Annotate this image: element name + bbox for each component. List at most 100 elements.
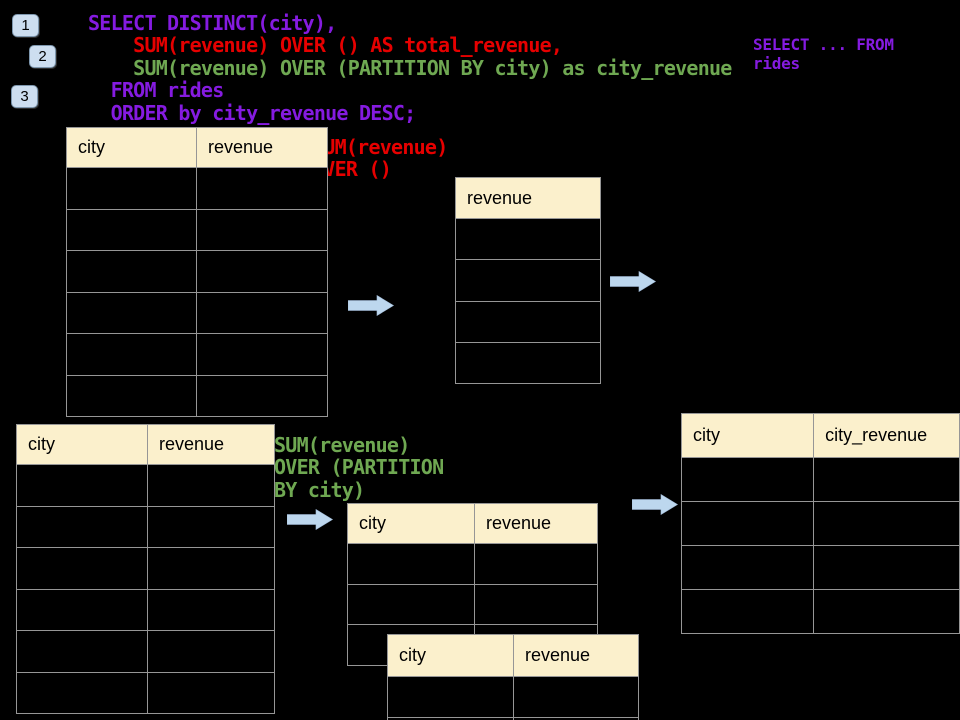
table-row bbox=[66, 291, 328, 334]
annotation-line: OVER () bbox=[312, 157, 392, 182]
empty-cell bbox=[16, 671, 148, 714]
arrow-right-icon bbox=[610, 271, 656, 292]
empty-cell bbox=[66, 167, 197, 210]
empty-cell bbox=[347, 543, 475, 585]
empty-cell bbox=[16, 464, 148, 507]
table-row bbox=[455, 217, 601, 261]
empty-cell bbox=[387, 676, 514, 718]
table-row bbox=[66, 333, 328, 376]
table-row bbox=[16, 464, 275, 507]
table-row bbox=[66, 250, 328, 293]
column-header-city: city bbox=[680, 413, 815, 458]
column-header-revenue: revenue bbox=[474, 503, 598, 544]
sql-line-from: FROM rides bbox=[88, 78, 225, 103]
arrow-right-icon bbox=[287, 509, 333, 530]
empty-cell bbox=[16, 547, 148, 590]
column-header-revenue: revenue bbox=[196, 127, 328, 168]
column-header-city: city bbox=[347, 503, 475, 544]
empty-cell bbox=[147, 630, 275, 673]
header-row: city city_revenue bbox=[680, 413, 960, 458]
empty-cell bbox=[813, 589, 960, 634]
table-row bbox=[455, 341, 601, 385]
header-row: city revenue bbox=[66, 127, 328, 168]
sql-line-total-revenue: SUM(revenue) OVER () AS total_revenue, bbox=[88, 33, 563, 58]
sql-line-partition: SUM(revenue) OVER (PARTITION BY city) as… bbox=[88, 55, 732, 80]
empty-cell bbox=[66, 250, 197, 293]
column-header-revenue: revenue bbox=[513, 634, 639, 677]
empty-cell bbox=[66, 374, 197, 417]
annotation-line: OVER (PARTITION bbox=[274, 455, 444, 480]
empty-cell bbox=[455, 217, 601, 261]
empty-cell bbox=[16, 505, 148, 548]
column-header-revenue: revenue bbox=[147, 424, 275, 465]
annotation-line: BY city) bbox=[274, 477, 365, 502]
table-source-bottom: city revenue bbox=[16, 424, 275, 714]
empty-cell bbox=[147, 464, 275, 507]
empty-cell bbox=[66, 208, 197, 251]
side-note-line2: rides bbox=[753, 53, 800, 73]
column-header-revenue: revenue bbox=[455, 177, 601, 219]
empty-cell bbox=[455, 300, 601, 343]
empty-cell bbox=[680, 457, 815, 502]
arrow-right-icon bbox=[348, 295, 394, 316]
empty-cell bbox=[474, 543, 598, 585]
empty-cell bbox=[455, 341, 601, 385]
step-badge-3: 3 bbox=[11, 85, 38, 108]
table-row bbox=[347, 583, 598, 625]
empty-cell bbox=[196, 167, 328, 210]
table-row bbox=[347, 543, 598, 585]
empty-cell bbox=[680, 501, 815, 546]
header-row: city revenue bbox=[387, 634, 639, 677]
header-row: city revenue bbox=[16, 424, 275, 465]
empty-cell bbox=[196, 250, 328, 293]
table-row bbox=[66, 208, 328, 251]
header-row: revenue bbox=[455, 177, 601, 219]
table-row bbox=[16, 547, 275, 590]
table-row bbox=[387, 717, 639, 720]
empty-cell bbox=[680, 545, 815, 590]
empty-cell bbox=[147, 671, 275, 714]
empty-cell bbox=[347, 583, 475, 625]
table-row bbox=[680, 545, 960, 590]
table-row bbox=[16, 630, 275, 673]
annotation-line: SUM(revenue) bbox=[312, 135, 448, 159]
table-row bbox=[455, 300, 601, 343]
side-note-line1: SELECT ... FROM bbox=[753, 35, 894, 54]
table-row bbox=[680, 457, 960, 502]
table-partition-step-overlap: city revenue bbox=[387, 634, 639, 720]
table-row bbox=[16, 671, 275, 714]
empty-cell bbox=[66, 333, 197, 376]
empty-cell bbox=[196, 374, 328, 417]
column-header-city: city bbox=[66, 127, 197, 168]
empty-cell bbox=[813, 501, 960, 546]
step-badge-2: 2 bbox=[29, 45, 56, 68]
header-row: city revenue bbox=[347, 503, 598, 544]
column-header-city: city bbox=[387, 634, 514, 677]
annotation-line: SUM(revenue) bbox=[274, 433, 410, 457]
empty-cell bbox=[455, 259, 601, 302]
empty-cell bbox=[513, 717, 639, 720]
table-row bbox=[16, 505, 275, 548]
table-row bbox=[680, 589, 960, 634]
table-row bbox=[387, 676, 639, 718]
empty-cell bbox=[474, 583, 598, 625]
empty-cell bbox=[196, 291, 328, 334]
empty-cell bbox=[813, 545, 960, 590]
table-row bbox=[455, 259, 601, 302]
empty-cell bbox=[147, 505, 275, 548]
table-row bbox=[680, 501, 960, 546]
arrow-right-icon bbox=[632, 494, 678, 515]
sql-line-select: SELECT DISTINCT(city), bbox=[88, 11, 337, 35]
empty-cell bbox=[147, 547, 275, 590]
table-row bbox=[66, 167, 328, 210]
sql-line-order: ORDER by city_revenue DESC; bbox=[88, 100, 417, 125]
empty-cell bbox=[813, 457, 960, 502]
table-row bbox=[16, 588, 275, 631]
column-header-city-revenue: city_revenue bbox=[813, 413, 960, 458]
empty-cell bbox=[196, 208, 328, 251]
empty-cell bbox=[66, 291, 197, 334]
annotation-total-revenue: SUM(revenue)OVER () bbox=[312, 136, 448, 181]
sql-code-block: SELECT DISTINCT(city), SUM(revenue) OVER… bbox=[88, 12, 732, 124]
